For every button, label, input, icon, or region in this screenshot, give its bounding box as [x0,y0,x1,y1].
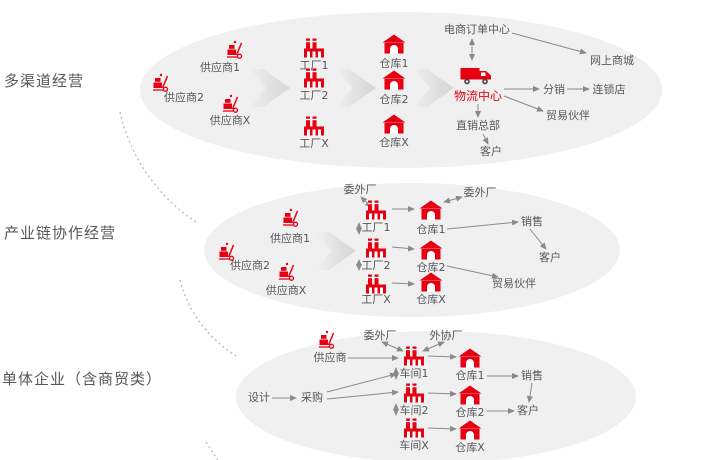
node-outsourced-factory: 委外厂 [363,329,397,342]
node-warehouseX: 仓库X [455,441,485,454]
warehouse-icon [458,348,482,368]
section-title-multi-channel: 多渠道经营 [4,72,85,90]
node-factoryX: 工厂X [299,137,329,150]
ellipse-single-enterprise [236,331,636,460]
factory-icon [364,236,388,258]
node-warehouse2: 仓库2 [379,93,409,106]
node-warehouse2: 仓库2 [416,261,446,274]
node-supplier1: 供应商1 [270,232,310,245]
ellipse-multi-channel [140,12,662,168]
warehouse-icon [419,240,443,260]
warehouse-icon [382,114,406,134]
section-title-single-enterprise: 单体企业（含商贸类） [2,370,163,388]
node-supplier2: 供应商2 [230,259,270,272]
connector-arrows-section3 [272,341,533,432]
node-external-factory: 外协厂 [429,329,463,342]
connector-arrows-section2 [356,195,547,287]
chevron-arrow [250,69,454,270]
factory-icon [302,114,326,136]
factory-icon [302,36,326,58]
warehouse-icon [419,200,443,220]
node-factory2: 工厂2 [299,89,329,102]
node-supplier2: 供应商2 [164,91,204,104]
cart-icon [278,262,298,282]
truck-icon [460,64,492,86]
node-procurement: 采购 [301,391,323,404]
warehouse-icon [382,34,406,54]
cart-icon [318,330,338,350]
node-customer: 客户 [539,251,561,264]
node-ecommerce-order-center: 电商订单中心 [444,23,510,36]
cart-icon [222,94,242,114]
factory-icon [402,344,426,366]
node-warehouse1: 仓库1 [455,369,485,382]
node-warehouse2: 仓库2 [455,406,485,419]
node-logistics-center: 物流中心 [453,89,503,103]
node-customer: 客户 [480,145,502,158]
section-title-industry-chain: 产业链协作经营 [4,224,117,242]
factory-icon [364,198,388,220]
dotted-link-1 [119,111,197,223]
factory-icon [364,272,388,294]
node-direct-sales-hq: 直销总部 [456,119,500,132]
dotted-link-3 [205,441,219,460]
node-workshopX: 车间X [399,439,429,452]
node-supplierX: 供应商X [209,114,251,127]
factory-icon [402,381,426,403]
node-sales: 销售 [521,215,543,228]
node-design: 设计 [248,391,270,404]
factory-icon [402,416,426,438]
warehouse-icon [458,420,482,440]
node-sales: 销售 [521,369,543,382]
node-supplier1: 供应商1 [200,61,240,74]
node-online-mall: 网上商城 [590,54,634,67]
node-customer: 客户 [517,404,539,417]
cart-icon [282,208,302,228]
node-outsourced-factory-right: 委外厂 [463,186,497,199]
node-warehouseX: 仓库X [379,136,409,149]
node-distribution: 分销 [543,83,565,96]
warehouse-icon [458,385,482,405]
node-outsourced-factory-top: 委外厂 [343,183,377,196]
node-factory1: 工厂1 [361,221,391,234]
connector-arrows-section1 [469,32,590,145]
warehouse-icon [419,272,443,292]
dotted-link-2 [179,279,237,357]
node-trade-partner: 贸易伙伴 [492,277,536,290]
node-warehouseX: 仓库X [416,293,446,306]
node-factory2: 工厂2 [361,259,391,272]
node-workshop2: 车间2 [399,404,429,417]
node-workshop1: 车间1 [399,367,429,380]
factory-icon [302,66,326,88]
node-warehouse1: 仓库1 [379,57,409,70]
node-factoryX: 工厂X [361,293,391,306]
cart-icon [152,73,172,93]
cart-icon [226,40,246,60]
node-warehouse1: 仓库1 [416,223,446,236]
node-supplier: 供应商 [313,351,347,364]
warehouse-icon [382,70,406,90]
cart-icon [218,242,238,262]
node-chain-store: 连锁店 [592,83,626,96]
node-supplierX: 供应商X [265,284,307,297]
node-trade-partner: 贸易伙伴 [546,109,590,122]
